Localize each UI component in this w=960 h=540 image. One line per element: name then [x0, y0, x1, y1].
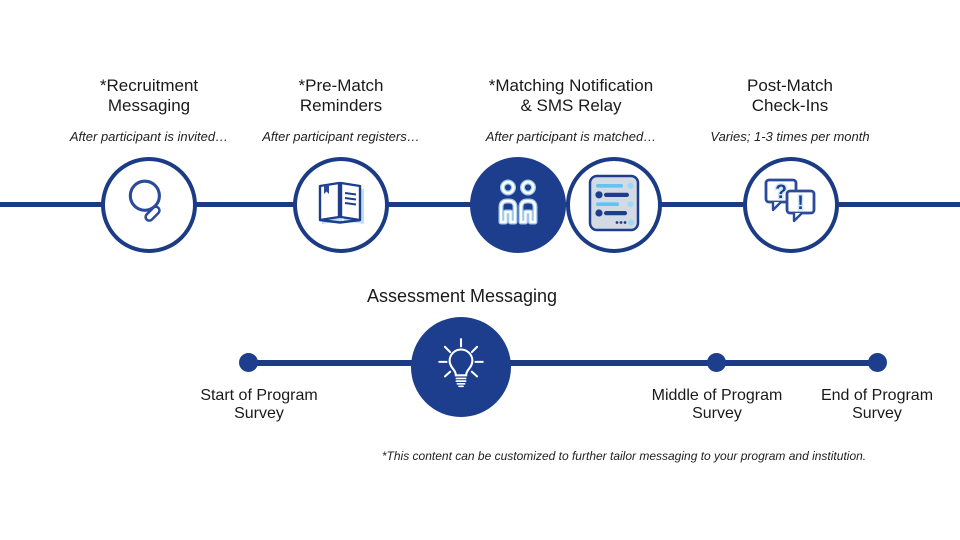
milestone-label-middle: Middle of Program Survey [651, 387, 783, 422]
matching-node-circle [470, 157, 566, 253]
assessment-timeline-line [248, 360, 878, 366]
question-exclamation-bubbles-icon: ? ! [762, 176, 820, 235]
sms-relay-node-circle [566, 157, 662, 253]
footnote: *This content can be customized to furth… [381, 449, 867, 463]
exclamation-mark-glyph: ! [797, 193, 803, 214]
assessment-title: Assessment Messaging [366, 286, 558, 306]
prematch-node-circle [293, 157, 389, 253]
open-book-icon [313, 178, 369, 233]
recruitment-node-circle [101, 157, 197, 253]
assessment-node-circle [411, 317, 511, 417]
node-subtitle-postmatch: Varies; 1-3 times per month [710, 129, 870, 144]
matched-people-icon [491, 177, 545, 234]
lightbulb-icon [431, 335, 491, 400]
node-subtitle-prematch: After participant registers… [262, 129, 420, 144]
milestone-dot-middle [707, 353, 726, 372]
sms-conversation-icon [588, 174, 640, 237]
milestone-dot-end [868, 353, 887, 372]
node-title-prematch: *Pre-Match Reminders [298, 76, 384, 115]
milestone-label-start: Start of Program Survey [200, 387, 318, 422]
node-subtitle-matching: After participant is matched… [485, 129, 657, 144]
node-title-postmatch: Post-Match Check-Ins [747, 76, 833, 115]
node-title-recruitment: *Recruitment Messaging [99, 76, 199, 115]
question-mark-glyph: ? [775, 182, 787, 203]
milestone-label-end: End of Program Survey [820, 387, 934, 422]
postmatch-node-circle: ? ! [743, 157, 839, 253]
milestone-dot-start [239, 353, 258, 372]
node-title-matching: *Matching Notification & SMS Relay [488, 76, 654, 115]
magnifier-icon [122, 176, 176, 235]
node-subtitle-recruitment: After participant is invited… [69, 129, 229, 144]
